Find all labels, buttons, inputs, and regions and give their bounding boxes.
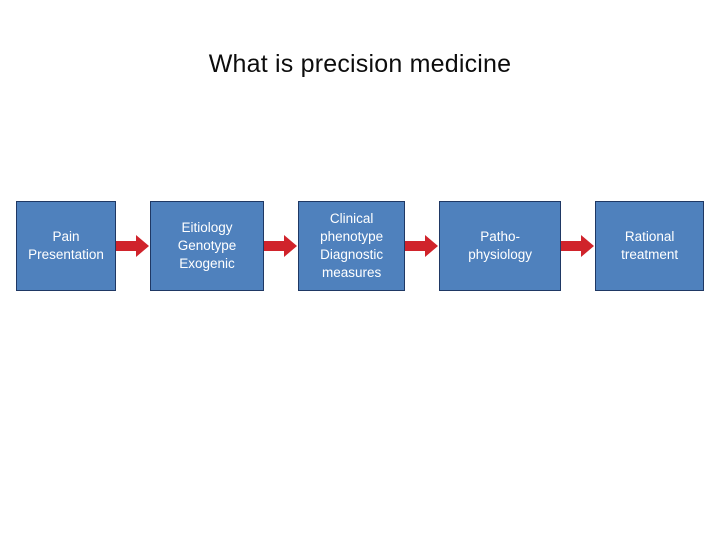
arrow-4-container (561, 201, 595, 291)
right-arrow-icon (115, 235, 149, 257)
process-flow-diagram: Pain Presentation Eitiology Genotype Exo… (16, 198, 704, 294)
process-step-4-label: Patho- physiology (468, 228, 533, 262)
process-step-2-label: Eitiology Genotype Exogenic (177, 219, 237, 272)
page-title: What is precision medicine (208, 50, 512, 78)
process-step-4[interactable]: Patho- physiology (439, 201, 562, 291)
process-step-1-label: Pain Presentation (28, 228, 104, 262)
process-step-1[interactable]: Pain Presentation (16, 201, 116, 291)
process-step-5-label: Rational treatment (621, 228, 679, 262)
process-step-2[interactable]: Eitiology Genotype Exogenic (149, 201, 265, 291)
right-arrow-icon (405, 235, 439, 257)
right-arrow-icon (561, 235, 595, 257)
process-step-3[interactable]: Clinical phenotype Diagnostic measures (298, 201, 406, 291)
right-arrow-icon (264, 235, 298, 257)
arrow-1-container (115, 201, 150, 291)
arrow-3-container (405, 201, 439, 291)
process-step-3-label: Clinical phenotype Diagnostic measures (320, 210, 384, 281)
process-step-5[interactable]: Rational treatment (595, 201, 704, 291)
arrow-2-container (264, 201, 298, 291)
